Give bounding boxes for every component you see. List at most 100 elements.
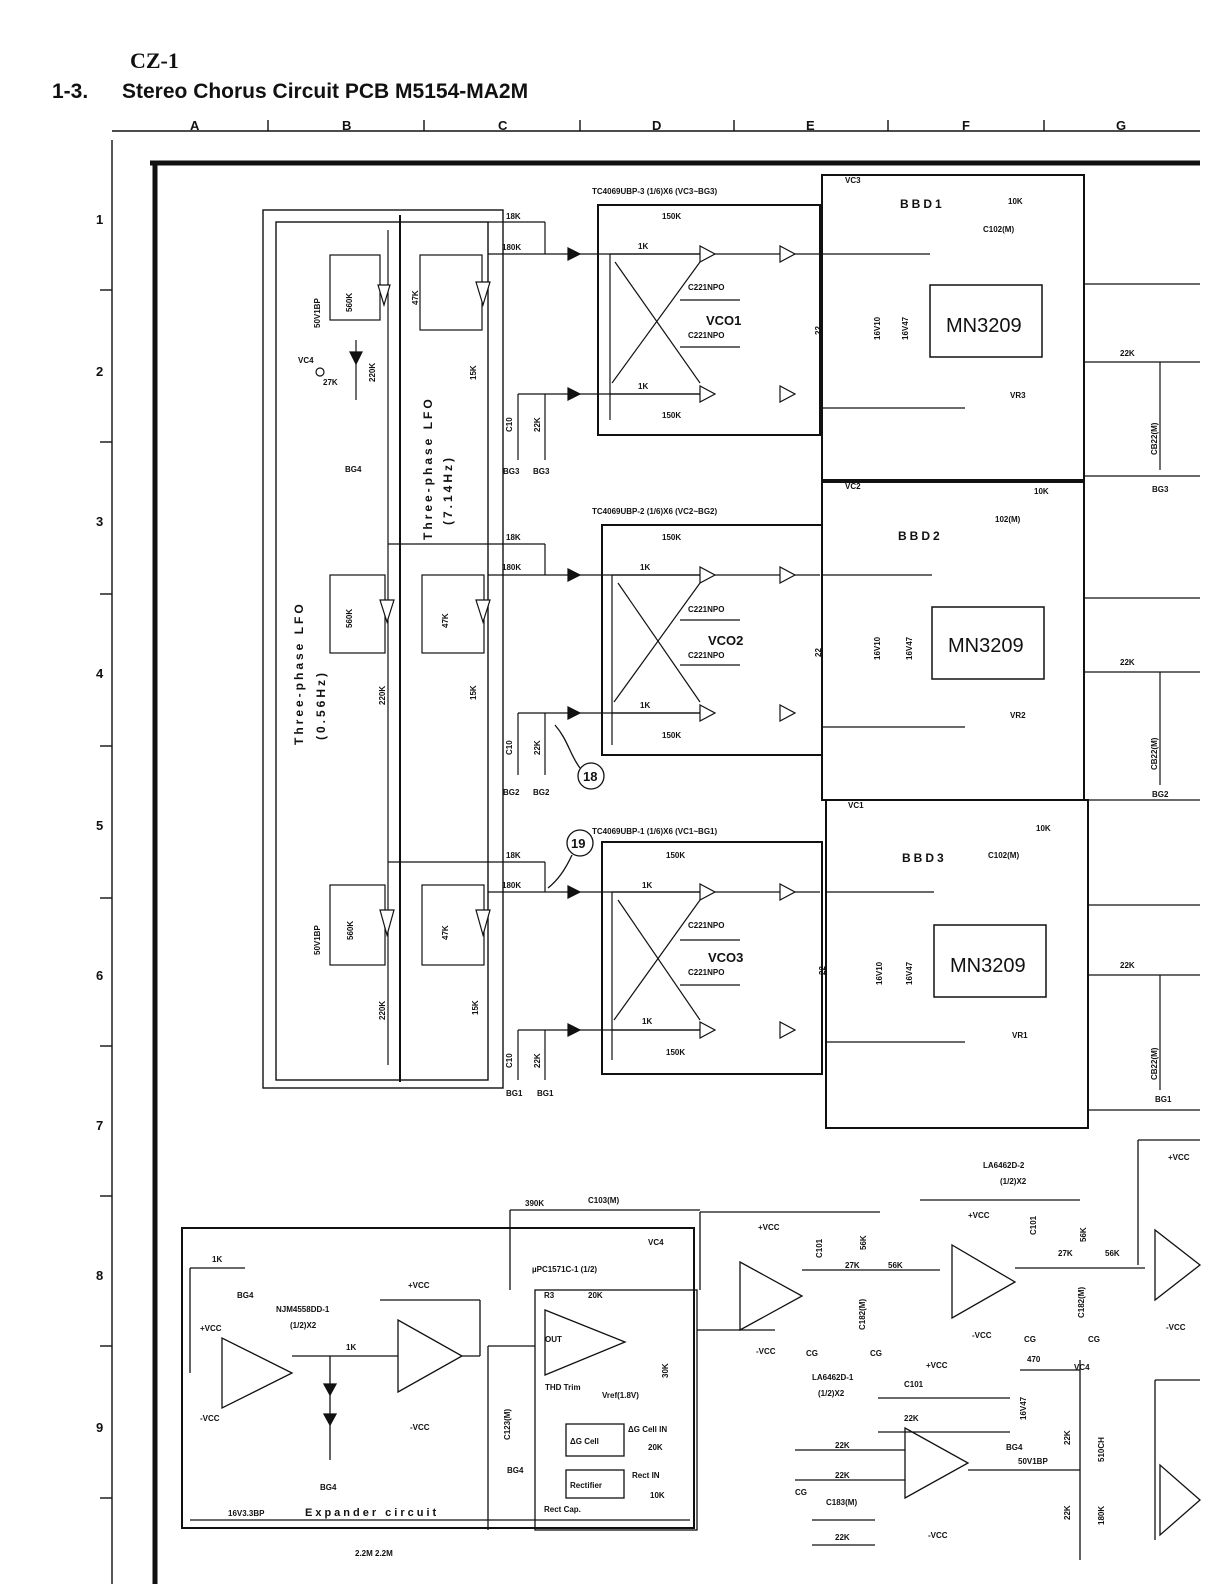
- lfo3-r220k: 220K: [378, 1001, 387, 1020]
- ch2-r10k: 10K: [1034, 487, 1049, 496]
- mix-r56k-b: 56K: [888, 1261, 903, 1270]
- lfo2-r15k: 15K: [469, 685, 478, 700]
- ch3-r10k: 10K: [1036, 824, 1051, 833]
- mix-pvcc-d: +VCC: [926, 1361, 948, 1370]
- col-f: F: [962, 118, 970, 133]
- mix-nvcc-b: -VCC: [972, 1331, 992, 1340]
- exp-vc4: VC4: [648, 1238, 664, 1247]
- mix-c101-a: C101: [815, 1238, 824, 1258]
- section-title: Stereo Chorus Circuit PCB M5154-MA2M: [122, 80, 529, 103]
- lfo3-r15k: 15K: [471, 1000, 480, 1015]
- mix-vc4: VC4: [1074, 1363, 1090, 1372]
- ch2-bbd: BBD2: [898, 529, 943, 543]
- mix-pvcc-c: +VCC: [1168, 1153, 1190, 1162]
- mix-r27k-b: 27K: [1058, 1249, 1073, 1258]
- lfo-top-label: Three-phase LFO: [421, 396, 435, 540]
- mix-ic-a: LA6462D-2: [983, 1161, 1025, 1170]
- mix-cg-b: CG: [870, 1349, 882, 1358]
- ch3-cap-out: CB22(M): [1150, 1047, 1159, 1080]
- exp-thd: THD Trim: [545, 1383, 581, 1392]
- lfo2-r560k: 560K: [345, 609, 354, 628]
- exp-opamp: NJM4558DD-1: [276, 1305, 330, 1314]
- ch1-out-r22k: 22K: [1120, 349, 1135, 358]
- ch1-vr: VR3: [1010, 391, 1026, 400]
- lfo2-r220k: 220K: [378, 686, 387, 705]
- ch2-bg-a: BG2: [503, 788, 520, 797]
- ch2-bg-b: BG2: [533, 788, 550, 797]
- ch2-bg-out: BG2: [1152, 790, 1169, 799]
- ch2-ic-label: TC4069UBP-2 (1/6)X6 (VC2~BG2): [592, 507, 717, 516]
- row-8: 8: [96, 1268, 103, 1283]
- exp-pvcc-b: +VCC: [408, 1281, 430, 1290]
- mix-c182-a: C182(M): [858, 1299, 867, 1330]
- ch2-r180k: 180K: [502, 563, 521, 572]
- ch3-bg-a: BG1: [506, 1089, 523, 1098]
- exp-r1k-top: 1K: [212, 1255, 222, 1264]
- ch2-out-r22k: 22K: [1120, 658, 1135, 667]
- col-e: E: [806, 118, 815, 133]
- row-4: 4: [96, 666, 104, 681]
- ch3-c16v10: 16V10: [875, 961, 884, 985]
- ch3-bg-out: BG1: [1155, 1095, 1172, 1104]
- ch1-r10k: 10K: [1008, 197, 1023, 206]
- ch2-c221-b: C221NPO: [688, 651, 724, 660]
- ch2-cap-top: 102(M): [995, 515, 1021, 524]
- ch1-c16v47: 16V47: [901, 316, 910, 340]
- section-number: 1-3.: [52, 80, 89, 103]
- mix-ic-b: LA6462D-1: [812, 1373, 854, 1382]
- mix-c183: C183(M): [826, 1498, 857, 1507]
- lfo2-r47k: 47K: [441, 613, 450, 628]
- exp-nvcc-b: -VCC: [410, 1423, 430, 1432]
- ch1-vc: VC3: [845, 176, 861, 185]
- ch3-bbd-chip: MN3209: [950, 955, 1026, 977]
- row-5: 5: [96, 818, 103, 833]
- exp-opamp-unit: (1/2)X2: [290, 1321, 317, 1330]
- mix-c16v47: 16V47: [1019, 1396, 1028, 1420]
- exp-r390k: 390K: [525, 1199, 544, 1208]
- ch1-r150k-top: 150K: [662, 212, 681, 221]
- lfo1-r15k: 15K: [469, 365, 478, 380]
- lfo3-r560k: 560K: [346, 921, 355, 940]
- mix-r27k-a: 27K: [845, 1261, 860, 1270]
- exp-bg4-bot: BG4: [320, 1483, 337, 1492]
- document-code: CZ-1: [130, 48, 179, 73]
- expander-wiring: [181, 1209, 775, 1531]
- lfo-top-freq: (7.14Hz): [441, 455, 455, 525]
- exp-bg4-c: BG4: [507, 1466, 524, 1475]
- ch1-c10: C10: [505, 417, 514, 432]
- mix-c50v1: 50V1BP: [1018, 1457, 1048, 1466]
- lfo-left-label: Three-phase LFO: [292, 601, 306, 745]
- exp-rect-cap: Rect Cap.: [544, 1505, 581, 1514]
- ch1-c221-a: C221NPO: [688, 283, 724, 292]
- lfo1-vc4: VC4: [298, 356, 314, 365]
- ch2-vc: VC2: [845, 482, 861, 491]
- ch2-vco: VCO2: [708, 633, 743, 648]
- mixer-wiring: [699, 1139, 1202, 1560]
- mix-bg4: BG4: [1006, 1443, 1023, 1452]
- ch2-c16v47: 16V47: [905, 636, 914, 660]
- exp-r30k: 30K: [661, 1363, 670, 1378]
- mix-cg-e: CG: [795, 1488, 807, 1497]
- mix-ic-b-unit: (1/2)X2: [818, 1389, 845, 1398]
- lfo3-cap: 50V1BP: [313, 925, 322, 955]
- ch3-r18k: 18K: [506, 851, 521, 860]
- ch3-vco: VCO3: [708, 950, 743, 965]
- mix-r22k-d: 22K: [835, 1533, 850, 1542]
- ch3-vr: VR1: [1012, 1031, 1028, 1040]
- exp-r1k-mid: 1K: [346, 1343, 356, 1352]
- row-6: 6: [96, 968, 103, 983]
- ch3-bg-b: BG1: [537, 1089, 554, 1098]
- mix-r56k-a: 56K: [859, 1235, 868, 1250]
- mix-cg-a: CG: [806, 1349, 818, 1358]
- mix-c101-c: C101: [904, 1380, 924, 1389]
- ch2-r1k-bot: 1K: [640, 701, 650, 710]
- ch1-r18k: 18K: [506, 212, 521, 221]
- ch1-bg-out: BG3: [1152, 485, 1169, 494]
- ch1-r1k-top: 1K: [638, 242, 648, 251]
- ch1-ic-label: TC4069UBP-3 (1/6)X6 (VC3~BG3): [592, 187, 717, 196]
- exp-pc-chip: µPC1571C-1 (1/2): [532, 1265, 597, 1274]
- ch1-bg-b: BG3: [533, 467, 550, 476]
- ch2-r1k-top: 1K: [640, 563, 650, 572]
- ch1-r1k-bot: 1K: [638, 382, 648, 391]
- exp-bg4-top: BG4: [237, 1291, 254, 1300]
